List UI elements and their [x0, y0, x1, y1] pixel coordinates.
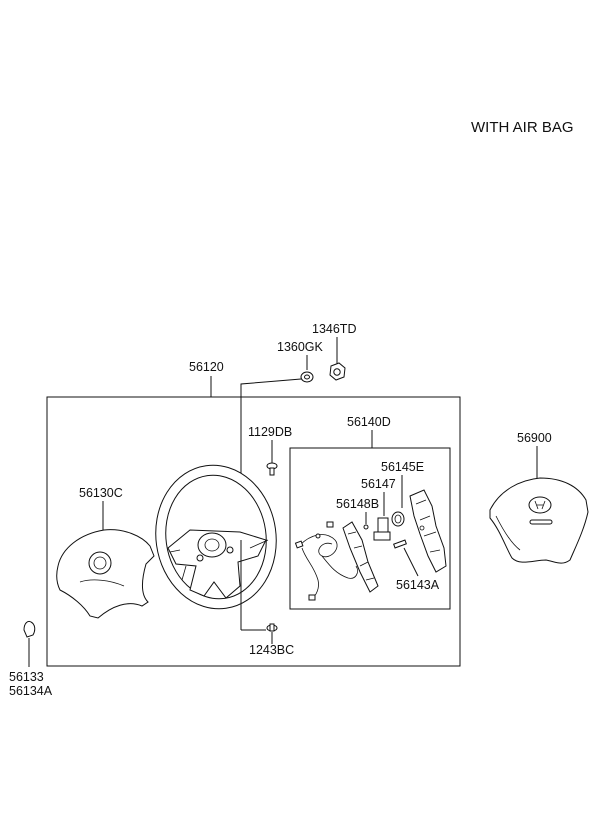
- assembly-box-56120: [46, 396, 461, 667]
- airbag-cover-icon[interactable]: [489, 477, 589, 564]
- label-1243BC[interactable]: 1243BC: [249, 643, 294, 657]
- airbag-module-icon[interactable]: [56, 529, 155, 619]
- plug-icon: [23, 620, 36, 638]
- steering-wheel-icon[interactable]: [147, 457, 286, 616]
- connector-icon: [373, 517, 391, 541]
- label-56145E[interactable]: 56145E: [381, 460, 424, 474]
- label-56140D[interactable]: 56140D: [347, 415, 391, 429]
- screw-56143A-icon: [393, 539, 407, 549]
- label-56133[interactable]: 56133: [9, 670, 44, 684]
- label-56148B[interactable]: 56148B: [336, 497, 379, 511]
- switch-bracket-icon: [342, 521, 379, 593]
- label-1346TD[interactable]: 1346TD: [312, 322, 356, 336]
- label-56130C[interactable]: 56130C: [79, 486, 123, 500]
- label-56900[interactable]: 56900: [517, 431, 552, 445]
- air-bag-note: WITH AIR BAG: [471, 119, 574, 136]
- label-56143A[interactable]: 56143A: [396, 578, 440, 592]
- nut-icon: [329, 362, 346, 381]
- label-1360GK[interactable]: 1360GK: [277, 340, 324, 354]
- label-56120[interactable]: 56120: [189, 360, 224, 374]
- label-56134A[interactable]: 56134A: [9, 684, 53, 698]
- bolt-icon: [266, 623, 278, 632]
- washer-icon: [300, 371, 314, 383]
- ring-icon: [391, 511, 405, 527]
- switch-box-56140D: [289, 447, 451, 610]
- wiring-harness-icon: [294, 521, 358, 601]
- screw-icon: [266, 462, 278, 476]
- label-1129DB[interactable]: 1129DB: [248, 425, 292, 439]
- label-56147[interactable]: 56147: [361, 477, 396, 491]
- switch-bracket-right-icon: [409, 489, 447, 573]
